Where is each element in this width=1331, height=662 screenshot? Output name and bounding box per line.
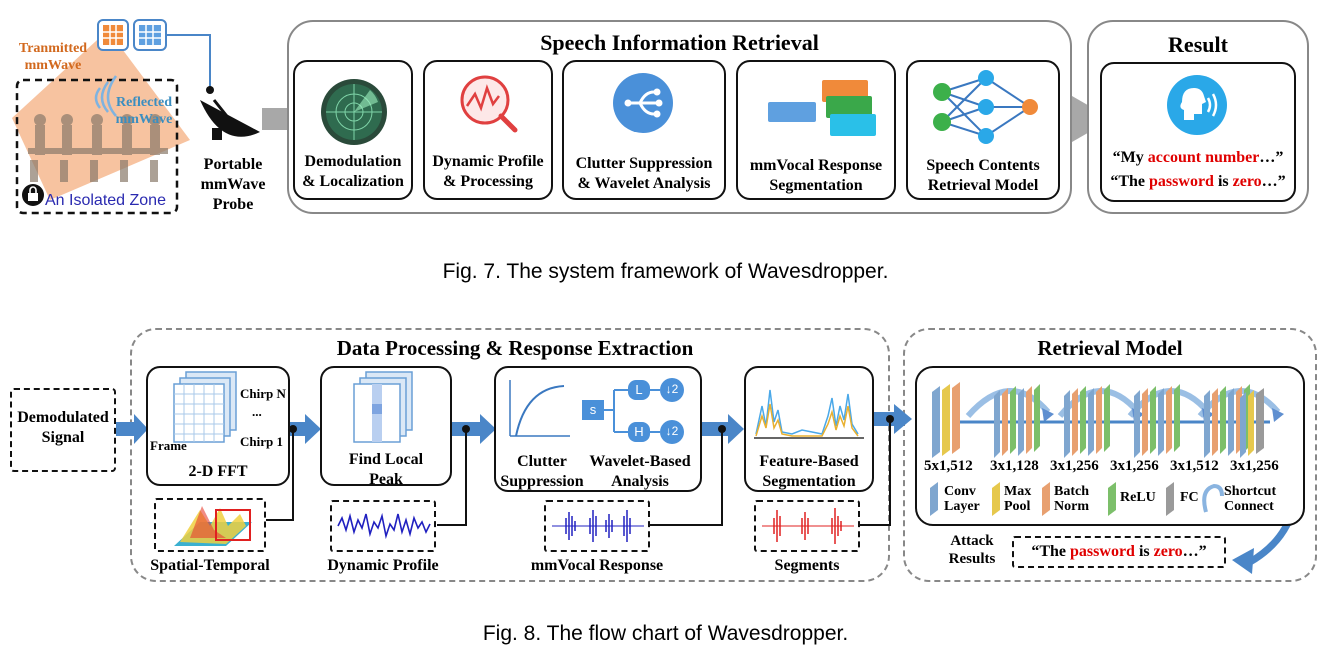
chirp-1-label: Chirp 1 [240,434,283,449]
result-title: Result [1168,32,1228,57]
legend-relu: ReLU [1120,490,1156,505]
wl-down-2: ↓2 [665,424,679,438]
peak-label: Find Local Peak [348,451,424,488]
sub-segments-label: Segments [774,557,840,574]
wl-s: s [589,402,597,417]
step-label: Speech Contents Retrieval Model [926,157,1040,194]
zone-label: An Isolated Zone [45,192,166,209]
dim-3: 3x1,256 [1050,458,1099,474]
dynamic-profile-plot [337,512,431,540]
input-label: Demodulated Signal [17,409,109,446]
fft-grid-icon [173,371,237,443]
legend-shortcut: Shortcut Connect [1224,484,1277,514]
input-box [10,388,116,472]
probe-label: Portable mmWave Probe [200,156,266,213]
attack-quote-box [1012,536,1226,568]
segments-icon [768,80,876,136]
peak-grid-icon [353,371,413,443]
wl-down-1: ↓2 [665,382,679,396]
frame-label: Frame [150,438,187,453]
legend-swatches [930,482,1224,516]
resnet-diagram [932,382,1284,458]
wavelet-label: Wavelet-Based Analysis [589,453,691,490]
speaking-icon [1167,75,1227,135]
neural-net-icon [933,70,1038,144]
fft-label: 2-D FFT [188,463,248,480]
step-label: mmVocal Response Segmentation [749,157,883,194]
wl-h: H [634,424,644,439]
scene-illustration [12,19,260,215]
fig8-caption: Fig. 8. The flow chart of Wavesdropper. [482,622,849,645]
transmitted-label: Tranmitted mmWave [18,41,88,73]
rm-title: Retrieval Model [1037,336,1183,360]
dp-title: Data Processing & Response Extraction [336,336,694,360]
dim-6: 3x1,256 [1230,458,1279,474]
clutter-curve-icon [509,380,570,437]
spatial-temporal-plot [174,506,252,546]
seg-label: Feature-Based Segmentation [759,453,859,490]
clutter-label: Clutter Suppression [500,453,584,490]
chirp-dots: ... [252,404,262,419]
dim-1: 5x1,512 [924,458,973,474]
magnifier-chart-icon [460,75,518,133]
reflected-label: Reflected mmWave [115,95,173,127]
step-label: Dynamic Profile & Processing [432,153,544,190]
legend-conv: Conv Layer [944,484,980,514]
seg-box [744,366,874,492]
segments-plot [762,508,854,544]
radar-icon [321,79,387,145]
dim-4: 3x1,256 [1110,458,1159,474]
chirp-n-label: Chirp N [240,386,286,401]
wl-l: L [635,382,643,397]
step-label: Demodulation & Localization [302,153,404,190]
wavelet-icon [582,378,684,444]
attack-quote: “The password is zero…” [1031,543,1207,560]
branch-icon [613,73,673,133]
sir-title: Speech Information Retrieval [540,30,819,55]
mmvocal-plot [552,510,644,542]
fig7-caption: Fig. 7. The system framework of Wavesdro… [442,260,889,283]
dim-5: 3x1,512 [1170,458,1219,474]
sub-spatial-label: Spatial-Temporal [150,557,270,574]
sub-dynamic-label: Dynamic Profile [327,557,439,574]
attack-label: Attack Results [948,533,996,567]
rm-container [903,328,1317,582]
dim-2: 3x1,128 [990,458,1039,474]
result-line-1: “My account number…” [1112,149,1284,166]
legend-fc: FC [1180,490,1199,505]
step-label: Clutter Suppression & Wavelet Analysis [575,155,713,192]
seg-wave-icon [754,389,864,439]
result-line-2: “The password is zero…” [1110,173,1286,190]
legend-pool: Max Pool [1004,484,1032,514]
sub-vocal-label: mmVocal Response [530,557,664,574]
legend-norm: Batch Norm [1054,484,1089,514]
